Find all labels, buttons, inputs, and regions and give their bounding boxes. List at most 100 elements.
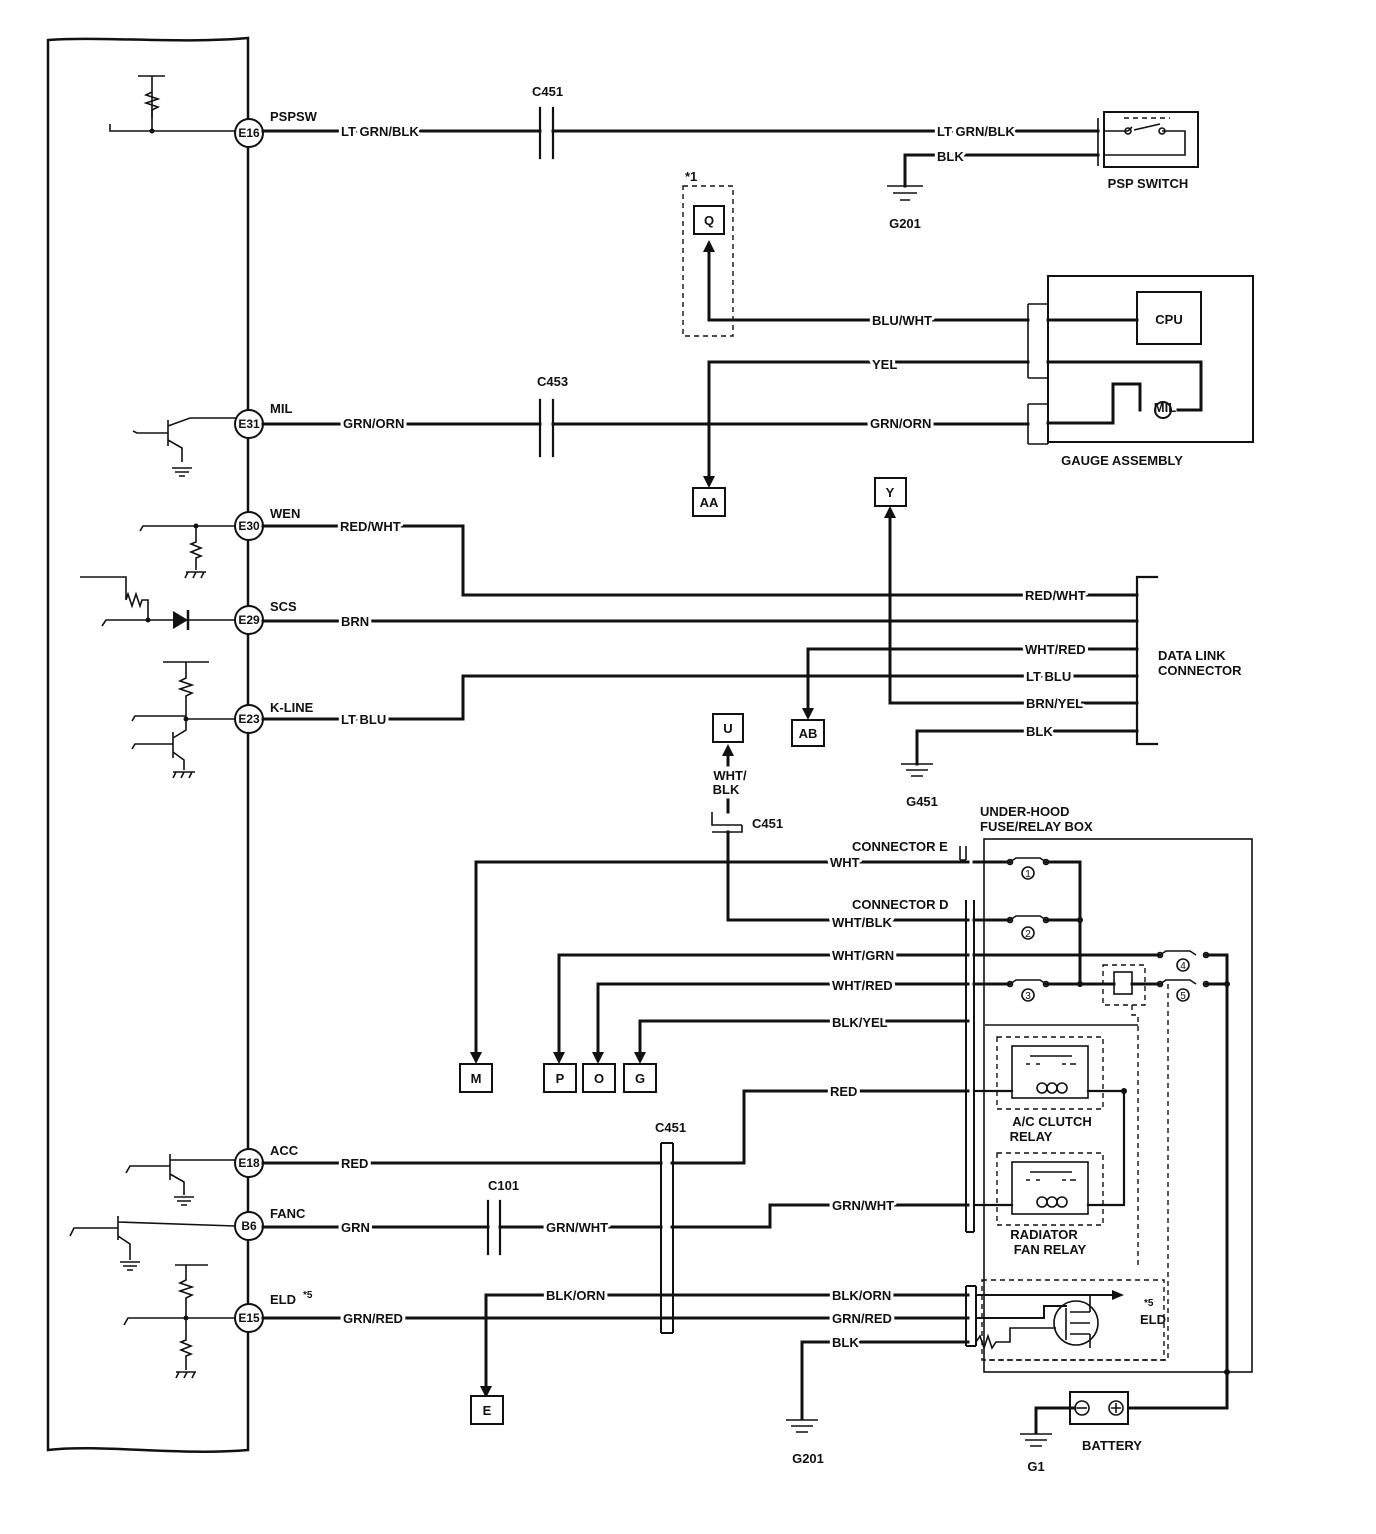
signal-scs: SCS bbox=[270, 599, 297, 614]
ref-p: P bbox=[556, 1071, 565, 1086]
wire-blk-yel: BLK/YEL bbox=[832, 1015, 888, 1030]
pin-e15-label: E15 bbox=[238, 1311, 260, 1325]
fan-relay-label-2: FAN RELAY bbox=[1014, 1242, 1087, 1257]
wire-yel: YEL bbox=[872, 357, 897, 372]
eld-label: ELD bbox=[1140, 1312, 1166, 1327]
signal-eld: ELD bbox=[270, 1292, 296, 1307]
pin-e18-label: E18 bbox=[238, 1156, 260, 1170]
pin-e29: E29 bbox=[234, 605, 264, 635]
pin-e31-label: E31 bbox=[238, 417, 260, 431]
fuse-5-label: 5 bbox=[1180, 991, 1186, 1002]
pin-e29-label: E29 bbox=[238, 613, 260, 627]
mil-circuit: C453 GRN/ORN GRN/ORN YEL AA bbox=[261, 354, 1030, 517]
signal-acc: ACC bbox=[270, 1143, 299, 1158]
wire-grn: GRN bbox=[341, 1220, 370, 1235]
wire-grn-wht-ecm: GRN/WHT bbox=[546, 1220, 608, 1235]
ref-y: Y bbox=[886, 485, 895, 500]
pin-e31: E31 bbox=[234, 409, 264, 439]
wire-red-fuse: RED bbox=[830, 1084, 857, 1099]
ground-g201-bottom: G201 bbox=[792, 1451, 824, 1466]
acc-fanc-eld-circuits: C451 RED C101 GRN GRN/WHT BLK/ORN BLK/OR… bbox=[261, 1120, 970, 1466]
ref-ab: AB bbox=[799, 726, 818, 741]
fuse-1-label: 1 bbox=[1025, 869, 1031, 880]
ref-o: O bbox=[594, 1071, 604, 1086]
note1-bracket: *1 Q BLU/WHT bbox=[682, 169, 1030, 337]
wire-lt-grn-blk-1: LT GRN/BLK bbox=[341, 124, 419, 139]
pin-e18: E18 bbox=[234, 1148, 264, 1178]
ecm-body bbox=[46, 36, 250, 1453]
data-link-connector: DATA LINK CONNECTOR RED/WHT RED/WHT BRN … bbox=[261, 477, 1242, 809]
ground-g1: G1 bbox=[1027, 1459, 1044, 1474]
fuse-2-label: 2 bbox=[1025, 929, 1031, 940]
cpu-label: CPU bbox=[1155, 312, 1182, 327]
signal-eld-note: *5 bbox=[303, 1290, 313, 1301]
gauge-assembly: CPU MIL GAUGE ASSEMBLY bbox=[1027, 275, 1254, 468]
wire-wht-blk-u-2: BLK bbox=[713, 782, 740, 797]
ref-u: U bbox=[723, 721, 732, 736]
wire-blu-wht: BLU/WHT bbox=[872, 313, 932, 328]
wire-blk-orn-1: BLK/ORN bbox=[546, 1288, 605, 1303]
wire-lt-blu-1: LT BLU bbox=[341, 712, 386, 727]
signal-kline: K-LINE bbox=[270, 700, 314, 715]
wire-brn-yel: BRN/YEL bbox=[1026, 696, 1083, 711]
ac-relay-label-2: RELAY bbox=[1010, 1129, 1053, 1144]
wire-blk-eld: BLK bbox=[832, 1335, 859, 1350]
u-circuit: U WHT/ BLK C451 WHT/BLK bbox=[711, 713, 970, 933]
ref-m: M bbox=[471, 1071, 482, 1086]
dlc-label-1: DATA LINK bbox=[1158, 648, 1226, 663]
connector-e-label: CONNECTOR E bbox=[852, 839, 948, 854]
pin-e23: E23 bbox=[234, 704, 264, 734]
fuse-3-label: 3 bbox=[1025, 991, 1031, 1002]
wire-red-wht-1: RED/WHT bbox=[340, 519, 401, 534]
ac-relay-label-1: A/C CLUTCH bbox=[1012, 1114, 1091, 1129]
wire-red-wht-2: RED/WHT bbox=[1025, 588, 1086, 603]
eld-note-label: *5 bbox=[1144, 1298, 1154, 1309]
wire-wht: WHT bbox=[830, 855, 860, 870]
wire-wht-red-dlc: WHT/RED bbox=[1025, 642, 1086, 657]
ecm-internal-circuits bbox=[69, 75, 236, 1379]
ground-g201-top: G201 bbox=[889, 216, 921, 231]
connector-d-label: CONNECTOR D bbox=[852, 897, 949, 912]
pin-e30: E30 bbox=[234, 511, 264, 541]
c453-label: C453 bbox=[537, 374, 568, 389]
wire-wht-blk: WHT/BLK bbox=[832, 915, 893, 930]
wire-blk-orn-2: BLK/ORN bbox=[832, 1288, 891, 1303]
ref-e: E bbox=[483, 1403, 492, 1418]
ground-g451: G451 bbox=[906, 794, 938, 809]
wire-grn-red-2: GRN/RED bbox=[832, 1311, 892, 1326]
signal-mil: MIL bbox=[270, 401, 292, 416]
wire-wht-grn: WHT/GRN bbox=[832, 948, 894, 963]
c451-label-top: C451 bbox=[532, 84, 563, 99]
c451-label-u: C451 bbox=[752, 816, 783, 831]
wire-grn-red-1: GRN/RED bbox=[343, 1311, 403, 1326]
wire-lt-blu-2: LT BLU bbox=[1026, 669, 1071, 684]
wire-blk-psp: BLK bbox=[937, 149, 964, 164]
wire-grn-orn-1: GRN/ORN bbox=[343, 416, 404, 431]
pspsw-circuit: C451 LT GRN/BLK LT GRN/BLK BLK G201 PSP … bbox=[261, 84, 1199, 231]
pin-e16: E16 bbox=[234, 118, 264, 148]
ref-aa: AA bbox=[700, 495, 719, 510]
wire-grn-wht-fuse: GRN/WHT bbox=[832, 1198, 894, 1213]
dlc-label-2: CONNECTOR bbox=[1158, 663, 1242, 678]
pin-e16-label: E16 bbox=[238, 126, 260, 140]
fan-relay-label-1: RADIATOR bbox=[1010, 1227, 1078, 1242]
wire-grn-orn-2: GRN/ORN bbox=[870, 416, 931, 431]
pin-b6-label: B6 bbox=[241, 1219, 257, 1233]
fuse-4-label: 4 bbox=[1180, 961, 1186, 972]
wire-lt-grn-blk-2: LT GRN/BLK bbox=[937, 124, 1015, 139]
pin-e15: E15 bbox=[234, 1303, 264, 1333]
fuse-box-connectors: CONNECTOR E CONNECTOR D WHT M WHT/GRN P … bbox=[459, 839, 975, 1233]
note1-label: *1 bbox=[685, 169, 697, 184]
fuse-box-label-1: UNDER-HOOD bbox=[980, 804, 1070, 819]
wire-wht-blk-u-1: WHT/ bbox=[713, 768, 747, 783]
battery-label: BATTERY bbox=[1082, 1438, 1142, 1453]
pin-b6: B6 bbox=[234, 1211, 264, 1241]
pin-e30-label: E30 bbox=[238, 519, 260, 533]
pin-e23-label: E23 bbox=[238, 712, 260, 726]
fuse-box-label-2: FUSE/RELAY BOX bbox=[980, 819, 1093, 834]
ref-g: G bbox=[635, 1071, 645, 1086]
wire-red-acc: RED bbox=[341, 1156, 368, 1171]
signal-pspsw: PSPSW bbox=[270, 109, 318, 124]
psp-switch-label: PSP SWITCH bbox=[1108, 176, 1189, 191]
